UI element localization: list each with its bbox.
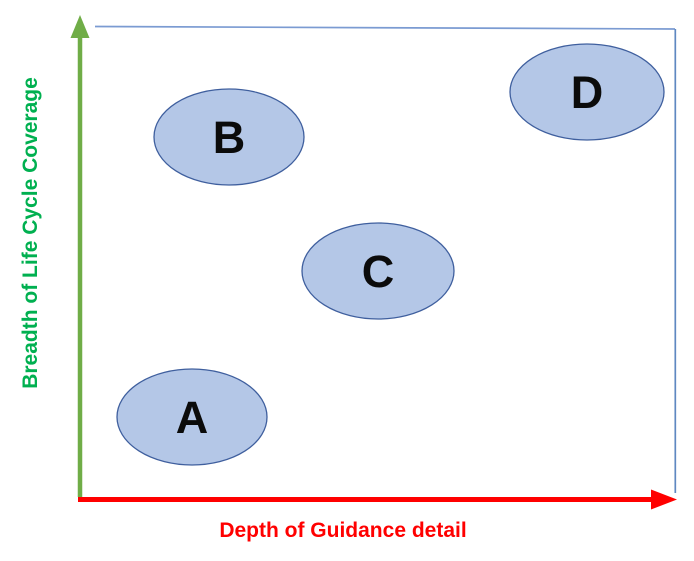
bubble-a: A <box>116 368 268 466</box>
bubble-c-label: C <box>362 246 395 297</box>
bubble-d-ellipse <box>509 43 665 141</box>
x-axis-title: Depth of Guidance detail <box>219 519 467 542</box>
y-axis-title: Breadth of Life Cycle Coverage <box>19 77 42 389</box>
y-axis-arrow <box>70 15 90 497</box>
bubble-a-label: A <box>176 392 209 443</box>
bubble-b: B <box>153 88 305 186</box>
bubble-b-label: B <box>213 112 246 163</box>
x-axis-arrow <box>78 489 677 510</box>
bubble-c: C <box>301 222 455 320</box>
bubble-d: D <box>509 43 665 141</box>
bubble-b-ellipse <box>153 88 305 186</box>
bubble-d-label: D <box>571 67 604 118</box>
plot-border-top <box>94 25 676 30</box>
bubble-a-ellipse <box>116 368 268 466</box>
bubble-c-ellipse <box>301 222 455 320</box>
